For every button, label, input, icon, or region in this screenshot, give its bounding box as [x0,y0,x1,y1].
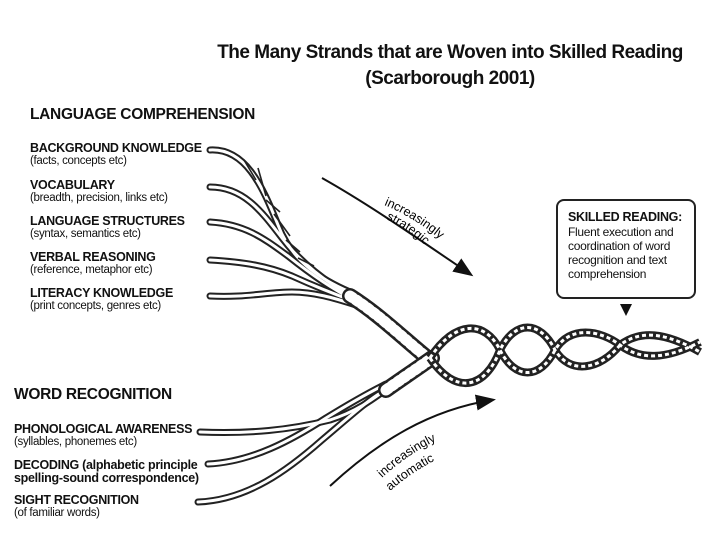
strand-description: spelling-sound correspondence) [14,471,199,485]
strand-description: (print concepts, genres etc) [30,300,161,312]
strand-description: (facts, concepts etc) [30,155,127,167]
callout-body: Fluent execution and coordination of wor… [568,225,674,281]
automatic-arrow [329,394,496,487]
upper-braid-twists [243,159,315,267]
strand-description: (syntax, semantics etc) [30,228,141,240]
strand-label: LANGUAGE STRUCTURES [30,214,185,228]
strand-vocabulary: VOCABULARY (breadth, precision, links et… [30,179,168,205]
strand-rope-2 [206,183,356,300]
strand-verbal-reasoning: VERBAL REASONING (reference, metaphor et… [30,251,156,277]
strand-sight-recognition: SIGHT RECOGNITION (of familiar words) [14,494,139,520]
strand-background-knowledge: BACKGROUND KNOWLEDGE (facts, concepts et… [30,142,202,168]
strand-description: (breadth, precision, links etc) [30,192,168,204]
word-strands [194,380,392,506]
strand-description: (of familiar words) [14,507,100,519]
strand-decoding: DECODING (alphabetic principle spelling-… [14,459,199,485]
strand-label: BACKGROUND KNOWLEDGE [30,141,202,155]
strand-literacy-knowledge: LITERACY KNOWLEDGE (print concepts, genr… [30,287,173,313]
callout-title: SKILLED READING: [568,210,682,224]
word-recognition-heading: WORD RECOGNITION [14,386,172,403]
strand-description: (reference, metaphor etc) [30,264,153,276]
strand-description: (syllables, phonemes etc) [14,436,137,448]
strategic-arrow [321,177,474,277]
strand-phonological-awareness: PHONOLOGICAL AWARENESS (syllables, phone… [14,423,192,449]
strand-label: VOCABULARY [30,178,115,192]
strand-language-structures: LANGUAGE STRUCTURES (syntax, semantics e… [30,215,185,241]
strand-label: SIGHT RECOGNITION [14,493,139,507]
skilled-reading-callout: SKILLED READING: Fluent execution and co… [556,199,696,299]
title-line-1: The Many Strands that are Woven into Ski… [217,42,683,63]
language-comprehension-heading: LANGUAGE COMPREHENSION [30,106,256,123]
strand-label: DECODING (alphabetic principle [14,458,198,472]
strand-label: PHONOLOGICAL AWARENESS [14,422,193,436]
title-line-2: (Scarborough 2001) [365,68,535,89]
diagram-title: The Many Strands that are Woven into Ski… [200,40,700,92]
callout-pointer [620,304,632,316]
strand-label: VERBAL REASONING [30,250,156,264]
strand-label: LITERACY KNOWLEDGE [30,286,173,300]
